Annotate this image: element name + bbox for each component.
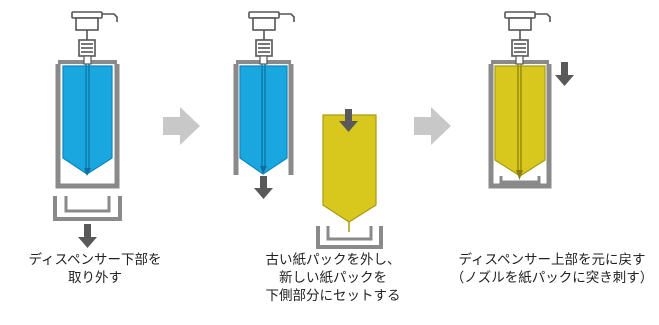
step2-lower-base (316, 226, 383, 249)
step2-yellow-pack (322, 114, 377, 223)
step2-outer-frame (233, 64, 294, 175)
step2-illustration (233, 11, 383, 249)
step1-outer-frame (55, 64, 120, 189)
step3-down-arrow (555, 62, 574, 86)
step1-caption-line-1: ディスペンサー下部を (28, 252, 162, 268)
step2-up-down-arrow (254, 176, 273, 199)
step2-blue-bag (239, 65, 288, 175)
step3-yellow-pack (494, 65, 546, 177)
process-arrow-2 (414, 107, 451, 145)
step3-caption: ディスペンサー上部を元に戻す （ノズルを紙パックに突き刺す） (445, 251, 659, 287)
step1-lower-base (53, 196, 122, 221)
step3-caption-line-2: （ノズルを紙パックに突き刺す） (450, 270, 654, 286)
step3-illustration (488, 11, 574, 189)
step1-pump-head (71, 11, 118, 57)
step1-caption-line-2: 取り外す (68, 270, 122, 286)
step3-caption-line-1: ディスペンサー上部を元に戻す (458, 252, 646, 268)
process-arrow-1 (163, 107, 200, 145)
step2-caption-line-2: 新しい紙パックを (279, 270, 387, 286)
step1-illustration (53, 11, 122, 248)
step1-down-arrow (78, 224, 97, 248)
step2-caption: 古い紙パックを外し、 新しい紙パックを 下側部分にセットする (214, 251, 452, 305)
step2-pump-head (248, 11, 295, 57)
step3-pump-head (504, 11, 551, 57)
step2-caption-line-1: 古い紙パックを外し、 (265, 252, 401, 268)
step1-blue-bag (62, 65, 113, 175)
step2-yellow-arrow (339, 109, 358, 132)
step1-caption: ディスペンサー下部を 取り外す (0, 251, 190, 287)
step3-outer-frame (488, 64, 552, 189)
step2-caption-line-3: 下側部分にセットする (265, 288, 401, 304)
